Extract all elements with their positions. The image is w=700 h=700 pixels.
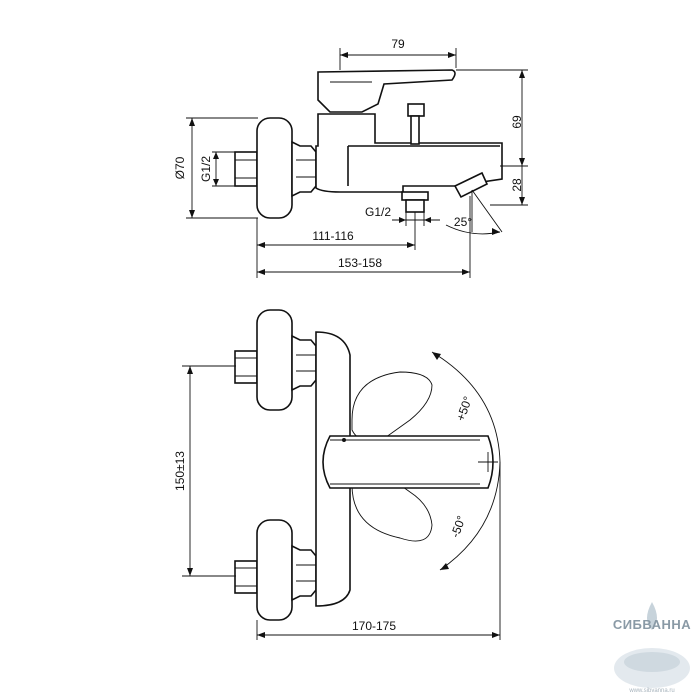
top-inlet-stub-upper xyxy=(234,350,258,384)
side-view: 79 69 28 Ø70 G1/2 G1/2 xyxy=(173,37,528,278)
top-hex-nut-lower xyxy=(291,544,317,602)
side-lever xyxy=(317,69,456,113)
side-rosette xyxy=(256,117,293,219)
dim-depth-total: 153-158 xyxy=(338,256,382,270)
top-inlet-stub-lower xyxy=(234,560,258,594)
side-mixer-body xyxy=(315,113,503,193)
dim-depth-outlet: 111-116 xyxy=(312,229,354,243)
dim-spacing: 150±13 xyxy=(173,451,187,491)
dim-angle-spout: 25° xyxy=(454,215,472,229)
watermark-logo: СИБВАННА www.sibvanna.ru xyxy=(613,602,691,694)
side-diverter-knob xyxy=(407,103,425,117)
dim-angle-plus: +50° xyxy=(453,394,475,423)
top-lever xyxy=(322,435,494,489)
side-spout-outlet xyxy=(453,171,489,199)
side-bottom-outlet xyxy=(401,191,429,201)
dim-thread-left: G1/2 xyxy=(199,156,213,182)
top-view: +50° -50° 150±13 170-175 xyxy=(173,309,501,640)
dim-depth-total-top: 170-175 xyxy=(352,619,396,633)
side-diverter-stem xyxy=(410,115,420,145)
dim-diameter: Ø70 xyxy=(173,156,187,179)
dim-height-top: 69 xyxy=(510,115,524,129)
top-lever-ghost-plus50 xyxy=(351,371,433,443)
dim-width-top: 79 xyxy=(391,37,405,51)
top-hex-nut-upper xyxy=(291,334,317,392)
side-inlet-stub xyxy=(234,151,258,187)
dim-thread-bottom: G1/2 xyxy=(365,205,391,219)
watermark-url: www.sibvanna.ru xyxy=(628,688,674,694)
watermark-brand: СИБВАННА xyxy=(613,617,691,632)
top-rosette-upper xyxy=(256,309,293,411)
dim-angle-minus: -50° xyxy=(448,514,469,540)
top-rosette-lower xyxy=(256,519,293,621)
side-hex-nut xyxy=(291,140,317,198)
dim-height-spout: 28 xyxy=(510,178,524,192)
arc-plus50 xyxy=(431,351,501,463)
arc-minus50 xyxy=(439,461,501,571)
